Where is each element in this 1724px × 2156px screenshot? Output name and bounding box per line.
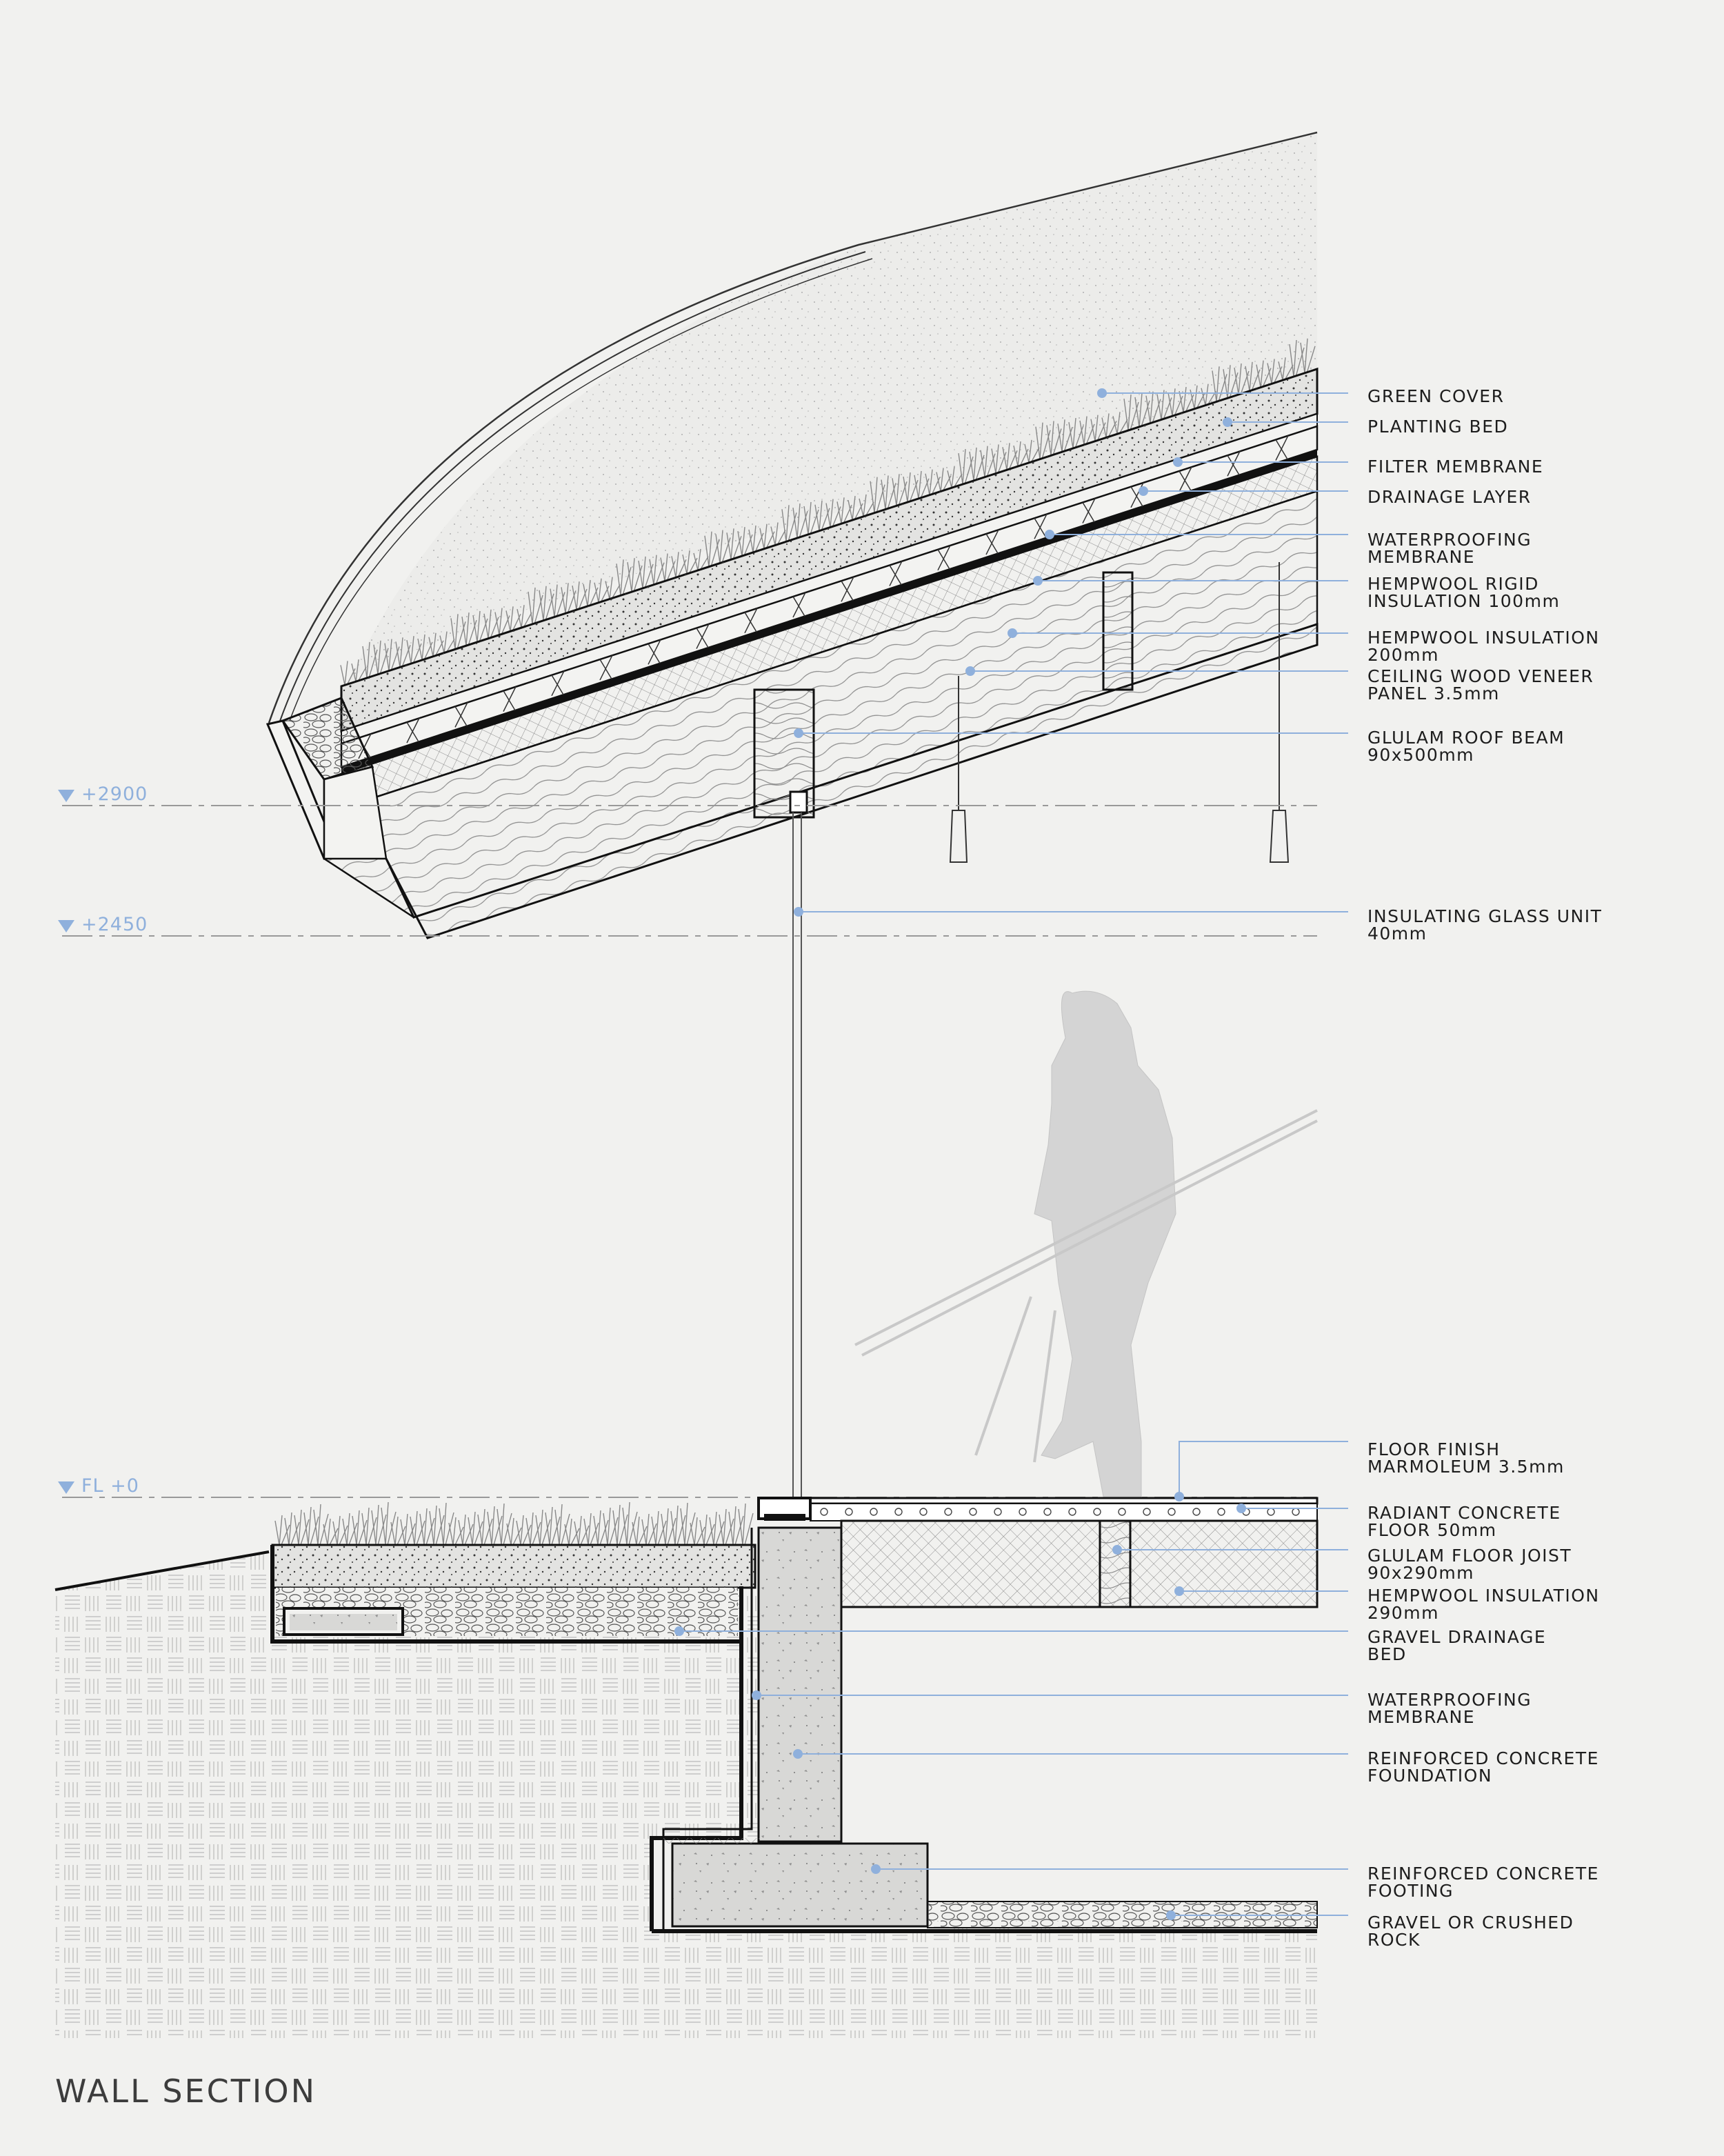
label-drainage-layer: DRAINAGE LAYER <box>1367 487 1532 507</box>
skis-and-poles <box>854 1109 1318 1463</box>
insulating-glass-unit <box>789 790 808 1504</box>
roof-assembly <box>265 131 1319 939</box>
reinforced-concrete-footing <box>671 1842 929 1928</box>
level-label-2900: +2900 <box>81 783 148 805</box>
mound-outline <box>268 131 1318 723</box>
roof-soffit <box>385 622 1319 939</box>
soil <box>55 1552 1317 2038</box>
roof-grass <box>340 338 1316 686</box>
ground-assembly <box>54 1497 1319 2038</box>
drawing-title: WALL SECTION <box>55 2073 317 2110</box>
pendant-light-2 <box>1269 562 1290 863</box>
level-label-fl0: FL +0 <box>81 1475 139 1497</box>
reinforced-concrete-foundation <box>757 1526 843 1843</box>
label-planting-bed: PLANTING BED <box>1367 417 1509 437</box>
level-label-2450: +2450 <box>81 914 148 935</box>
skier-figure <box>1034 990 1176 1497</box>
hempwool-floor-insulation <box>840 1519 1319 1608</box>
floor-finish <box>757 1497 1319 1505</box>
glulam-roof-beam-2 <box>1102 571 1134 691</box>
label-filter-membrane: FILTER MEMBRANE <box>1367 457 1544 477</box>
glulam-floor-joist <box>1099 1519 1132 1608</box>
level-markers <box>58 790 74 1494</box>
leader-lines <box>674 388 1348 1920</box>
label-green-cover: GREEN COVER <box>1367 386 1505 406</box>
waterproofing-membrane <box>341 450 1317 774</box>
pendant-light-1 <box>949 676 968 863</box>
